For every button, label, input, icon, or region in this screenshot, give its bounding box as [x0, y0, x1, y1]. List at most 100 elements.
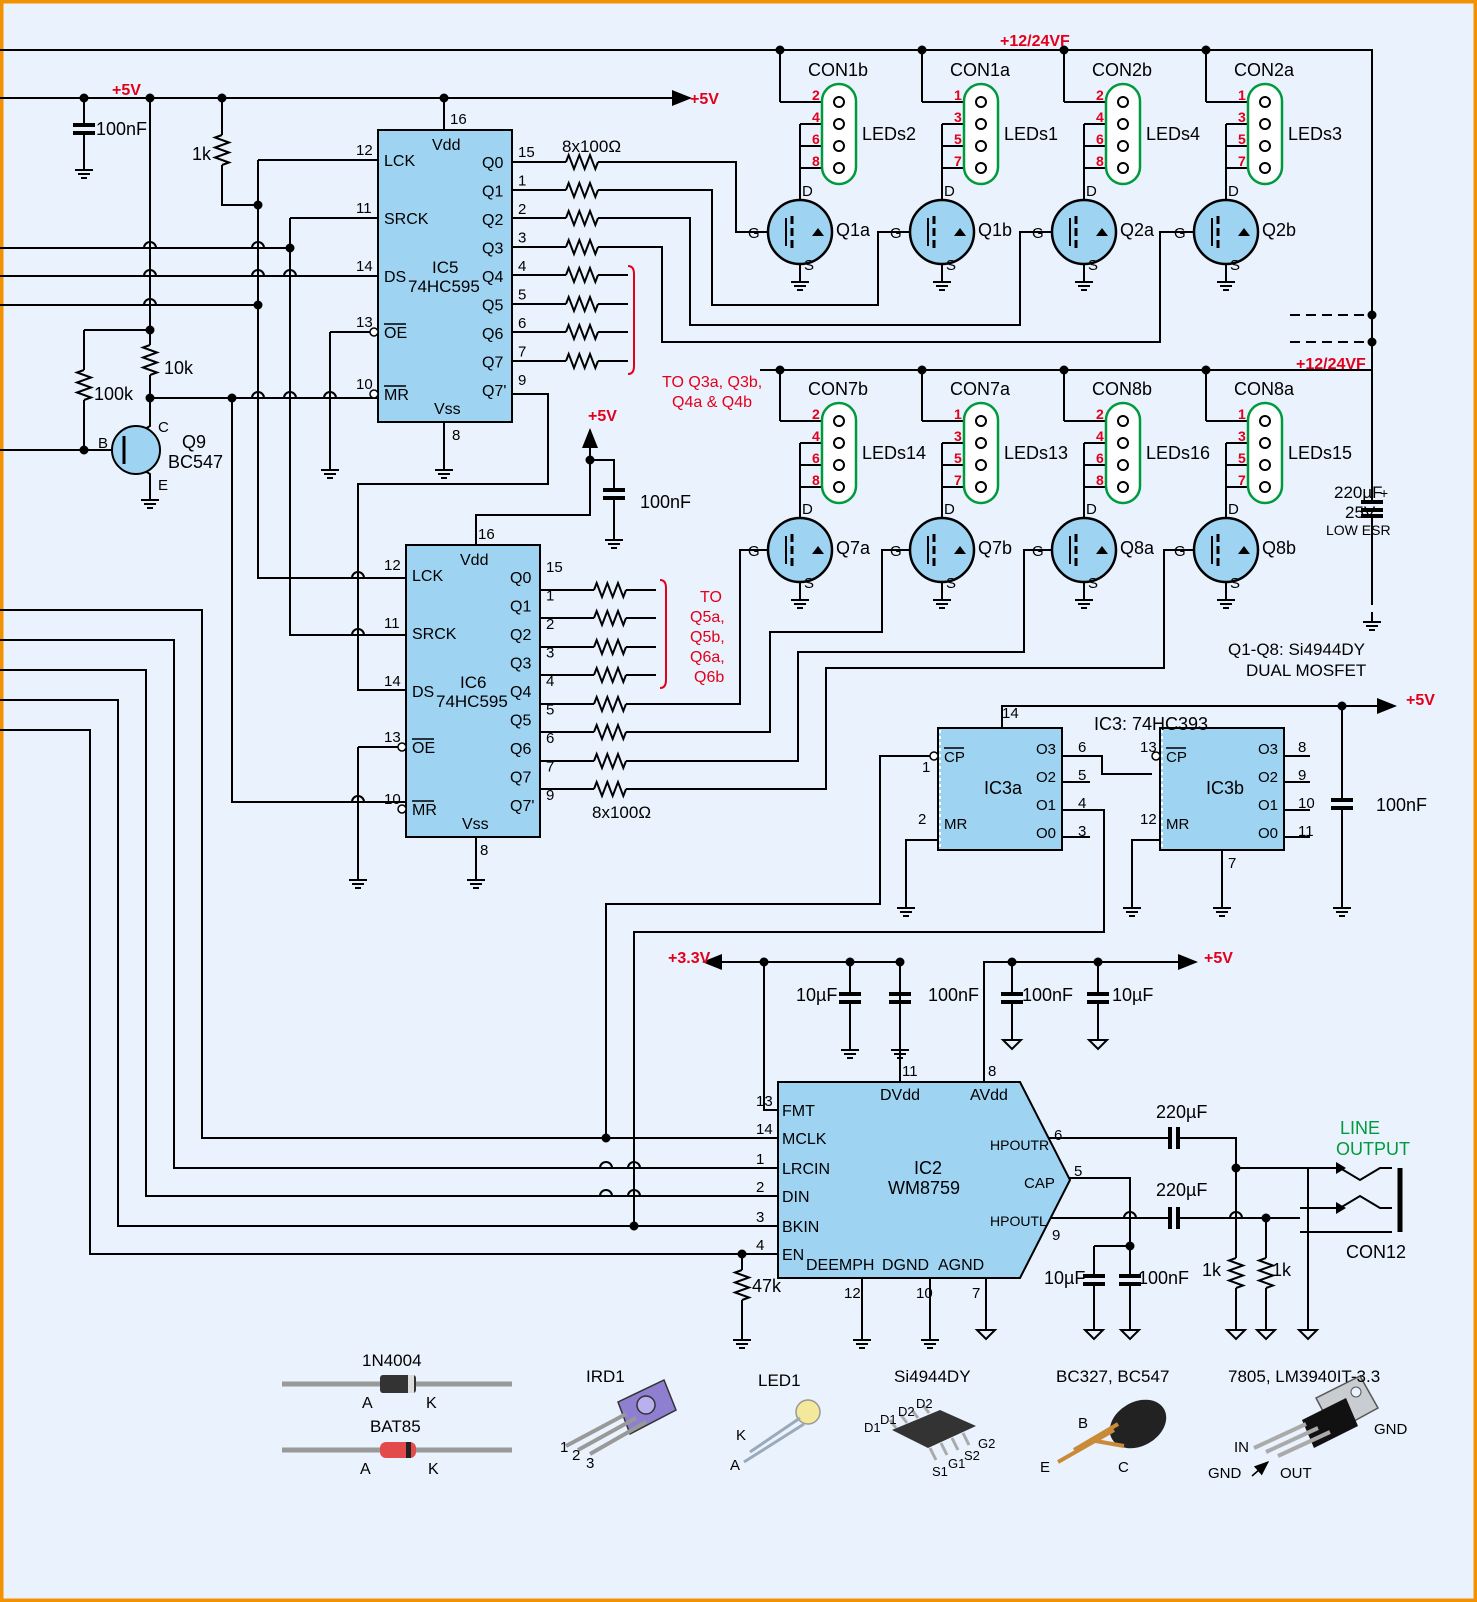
row2-pinnum-0-1: 4 — [812, 428, 820, 444]
part-to220-in: IN — [1234, 1439, 1249, 1456]
ic3b-o2: O2 — [1258, 769, 1278, 786]
led-lead-a — [743, 1422, 805, 1464]
lrcin-line — [0, 639, 778, 1169]
row2-pin-2-1 — [1117, 437, 1129, 449]
part-1n4004-a: A — [362, 1395, 373, 1412]
row1-3-g: G — [1174, 225, 1186, 242]
row1-3-ref: Q2b — [1262, 220, 1296, 240]
ic5-ref: IC5 — [432, 258, 458, 277]
pin-number: 3 — [1078, 823, 1086, 840]
ic6-ref: IC6 — [460, 673, 486, 692]
ic5-note-line1: TO Q3a, Q3b, — [662, 374, 762, 391]
cap-pin-wire — [1056, 1177, 1131, 1246]
row1-0-ref: Q1a — [836, 220, 871, 240]
pin-number: 11 — [356, 200, 372, 217]
part-so8-d1b: D1 — [880, 1412, 897, 1427]
part-so8-g2: G2 — [978, 1436, 995, 1451]
part-ird-p1: 1 — [560, 1439, 568, 1456]
pin-number: 14 — [756, 1121, 773, 1138]
ic5-pin-ds: DS — [384, 269, 406, 286]
junction-dot — [253, 300, 263, 310]
ic6-vdd-wire — [475, 428, 598, 545]
gate-q7a — [626, 549, 756, 705]
row2-pinnum-1-2: 5 — [954, 450, 962, 466]
row2-con-0: CON7b — [808, 379, 868, 399]
row1-1-mosfet — [908, 198, 976, 266]
pin-number: 7 — [546, 759, 554, 776]
part-led-k: K — [736, 1427, 746, 1444]
ic3b-o3: O3 — [1258, 741, 1278, 758]
row1-1-diode — [954, 228, 966, 236]
en-line — [0, 729, 778, 1255]
row1-2-diode — [1096, 228, 1108, 236]
so8-body — [892, 1410, 976, 1448]
row2-2-d: D — [1086, 501, 1097, 518]
row1-pinnum-3-1: 3 — [1238, 109, 1246, 125]
row1-connector-3 — [1246, 82, 1284, 186]
row1-pinnum-2-0: 2 — [1096, 87, 1104, 103]
bkin-line — [0, 699, 778, 1227]
diode-1n4004-band — [408, 1375, 414, 1393]
row2-pin-0-1 — [833, 437, 845, 449]
pin-number: 8 — [988, 1063, 996, 1080]
wire-hop — [1123, 1211, 1137, 1219]
ic3b-ref: IC3b — [1206, 778, 1244, 798]
rail-5v-ic6: +5V — [588, 408, 617, 425]
ic5-inv-bubble — [369, 327, 379, 337]
rail-12v-mid: +12/24VF — [1296, 356, 1366, 373]
gate-q2b — [598, 231, 1182, 343]
ic2-pin-din: DIN — [782, 1189, 810, 1206]
c220u-l-label: 220µF — [1156, 1180, 1207, 1200]
row1-pin-1-3 — [975, 162, 987, 174]
row1-pinnum-2-3: 8 — [1096, 153, 1104, 169]
so8-lead — [961, 1432, 971, 1446]
ic5-pin-oe: OE — [384, 325, 407, 342]
row2-connector-3 — [1246, 401, 1284, 505]
row2-1-g: G — [890, 543, 902, 560]
rail-12v-top: +12/24VF — [1000, 33, 1070, 50]
row1-2-s: S — [1088, 257, 1098, 274]
to220-gnd-arrow — [1251, 1461, 1270, 1477]
row1-1-s: S — [946, 257, 956, 274]
pin-number: 8 — [480, 842, 488, 859]
wire-hop — [283, 269, 297, 277]
pin-number: 6 — [1078, 739, 1086, 756]
resistor-1k-b — [1256, 1257, 1276, 1289]
ic3b-o0: O0 — [1258, 825, 1278, 842]
junction-dot — [1059, 365, 1069, 375]
ic2-pin-fmt: FMT — [782, 1103, 815, 1120]
ic6-resistor-3 — [593, 665, 627, 685]
pin-number: 6 — [546, 730, 554, 747]
row2-pin-1-3 — [975, 481, 987, 493]
gate-q7b — [626, 549, 898, 733]
row2-3-g: G — [1174, 543, 1186, 560]
ground-triangle — [1296, 1329, 1320, 1341]
row1-pin-3-1 — [1259, 118, 1271, 130]
row1-pin-2-2 — [1117, 140, 1129, 152]
row2-1-mosfet — [908, 516, 976, 584]
ground-triangle — [1000, 1039, 1024, 1051]
lck-bus — [257, 160, 406, 579]
row2-pin-0-3 — [833, 481, 845, 493]
row1-pin-2-1 — [1117, 118, 1129, 130]
row1-2-d: D — [1086, 183, 1097, 200]
res-100k-label: 100k — [94, 384, 134, 404]
part-so8-d1a: D1 — [864, 1420, 881, 1435]
pin-number: 9 — [546, 787, 554, 804]
con12-label: CON12 — [1346, 1242, 1406, 1262]
pin-number: 9 — [518, 372, 526, 389]
row2-pin-3-2 — [1259, 459, 1271, 471]
row2-pinnum-2-1: 4 — [1096, 428, 1104, 444]
row2-2-g: G — [1032, 543, 1044, 560]
row1-connector-0 — [820, 82, 858, 186]
row2-1-ref: Q7b — [978, 538, 1012, 558]
row1-pinnum-1-0: 1 — [954, 87, 962, 103]
ic6-note-line1: TO — [700, 589, 722, 606]
resistor-1k-a — [1226, 1257, 1246, 1289]
part-so8-g1: G1 — [948, 1456, 965, 1471]
pin-number: 1 — [518, 173, 526, 190]
c100n-b-label: 100nF — [1022, 985, 1073, 1005]
pin-number: 10 — [384, 791, 401, 808]
